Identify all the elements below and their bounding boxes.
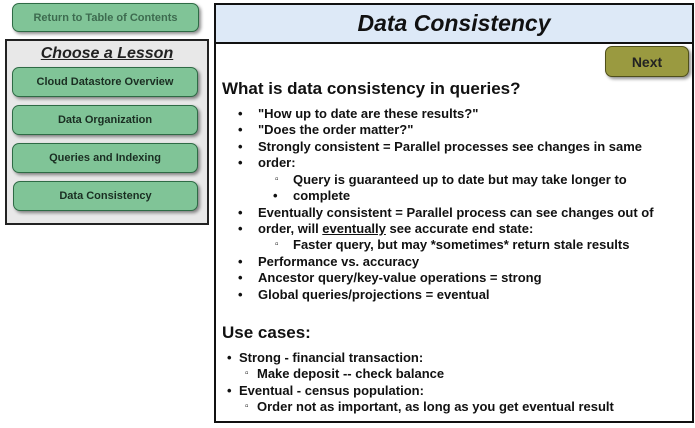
lesson-queries-indexing-button[interactable]: Queries and Indexing <box>12 143 198 173</box>
list-item: Ancestor query/key-value operations = st… <box>238 270 542 286</box>
lesson-cloud-datastore-overview-button[interactable]: Cloud Datastore Overview <box>12 67 198 97</box>
list-item: Strong - financial transaction: <box>227 350 423 366</box>
list-item: Eventual - census population: <box>227 383 424 399</box>
list-item: "Does the order matter?" <box>238 122 413 138</box>
lesson-data-consistency-button[interactable]: Data Consistency <box>13 181 198 211</box>
list-item: Performance vs. accuracy <box>238 254 419 270</box>
sub-list-item: Order not as important, as long as you g… <box>245 399 614 415</box>
list-item: Strongly consistent = Parallel processes… <box>238 139 642 155</box>
sub-list-item: Make deposit -- check balance <box>245 366 444 382</box>
list-item: "How up to date are these results?" <box>238 106 478 122</box>
lesson-content-panel: Data Consistency Next What is data consi… <box>214 3 694 423</box>
sub-list-item-continuation: complete <box>273 188 350 204</box>
lesson-data-organization-button[interactable]: Data Organization <box>12 105 198 135</box>
sub-list-item: Query is guaranteed up to date but may t… <box>275 172 627 188</box>
section-heading-use-cases: Use cases: <box>222 323 311 342</box>
list-item-continuation: order: <box>238 155 295 171</box>
page-title: Data Consistency <box>216 5 692 44</box>
next-button[interactable]: Next <box>605 46 689 77</box>
section-heading-consistency: What is data consistency in queries? <box>222 79 521 98</box>
list-item: Eventually consistent = Parallel process… <box>238 205 654 221</box>
lesson-panel-heading: Choose a Lesson <box>40 45 174 62</box>
return-to-toc-button[interactable]: Return to Table of Contents <box>12 3 199 32</box>
list-item-continuation: order, will eventually see accurate end … <box>238 221 533 237</box>
sub-list-item: Faster query, but may *sometimes* return… <box>275 237 629 253</box>
list-item: Global queries/projections = eventual <box>238 287 490 303</box>
